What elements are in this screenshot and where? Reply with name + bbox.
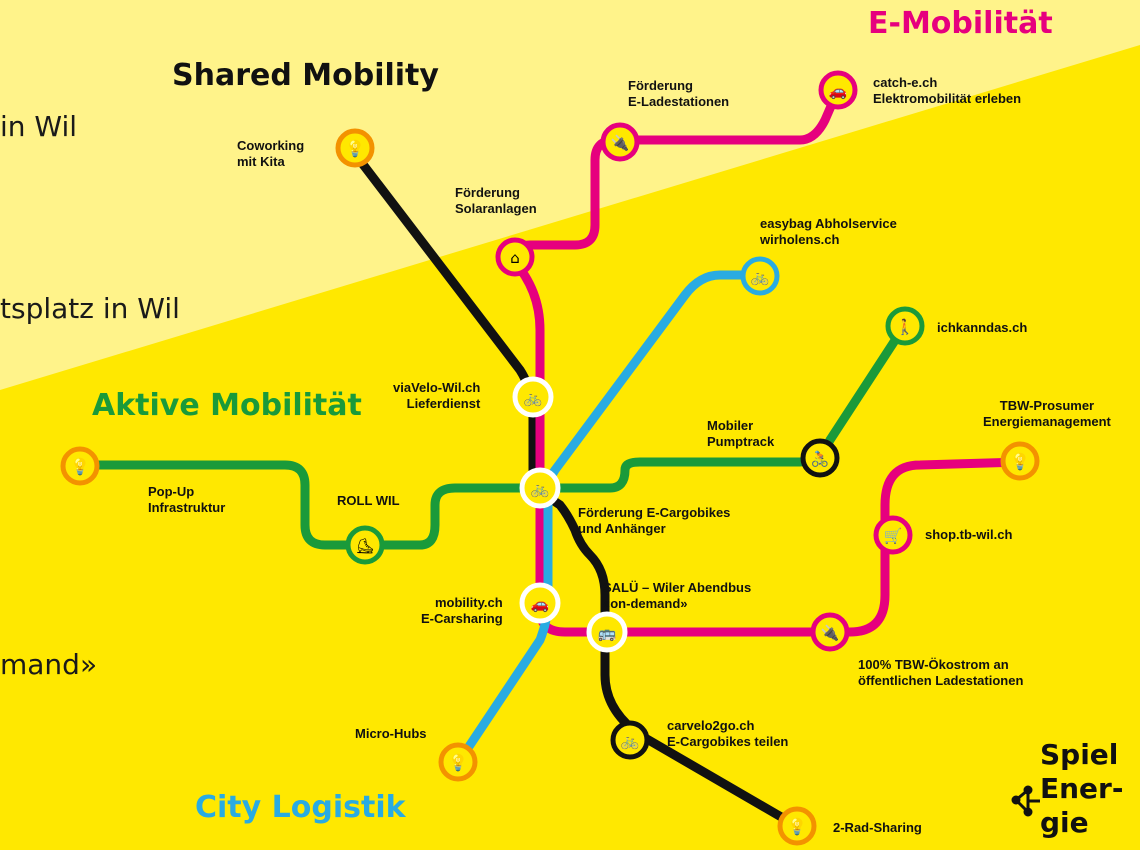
cargo-bike-icon: 🚲 <box>621 732 640 750</box>
label-viavelo: viaVelo-Wil.ch Lieferdienst <box>393 380 481 411</box>
station-cargobikes[interactable]: 🚲 <box>519 467 561 509</box>
charging-plug-icon: 🔌 <box>611 134 630 152</box>
label-coworking: Coworking mit Kita <box>237 138 305 169</box>
label-microhubs: Micro-Hubs <box>355 726 427 741</box>
label-oekostrom: 100% TBW-Ökostrom an öffentlichen Ladest… <box>858 657 1024 688</box>
station-rad-sharing[interactable]: 💡 <box>777 806 817 846</box>
lightbulb-icon: 💡 <box>448 753 468 772</box>
label-cargobikes: Förderung E-Cargobikes und Anhänger <box>578 505 731 536</box>
label-salue: SALÜ – Wiler Abendbus «on-demand» <box>603 580 752 611</box>
station-coworking[interactable]: 💡 <box>335 128 375 168</box>
station-prosumer[interactable]: 💡 <box>1000 441 1040 481</box>
station-carvelo[interactable]: 🚲 <box>610 720 650 760</box>
background-text-2: tsplatz in Wil <box>0 292 180 325</box>
station-pumptrack[interactable]: 🚴 <box>800 438 840 478</box>
roller-skate-icon: ⛸ <box>355 537 374 555</box>
bus-icon: 🚌 <box>598 624 617 642</box>
cargo-bike-icon: 🚲 <box>531 480 550 498</box>
label-shop: shop.tb-wil.ch <box>925 527 1013 542</box>
station-viavelo[interactable]: 🚲 <box>512 376 554 418</box>
station-oekostrom[interactable]: 🔌 <box>810 612 850 652</box>
label-catch-e: catch-e.ch Elektromobilität erleben <box>873 75 1022 106</box>
electric-car-icon: 🚗 <box>531 595 550 613</box>
lightbulb-icon: 💡 <box>70 457 90 476</box>
station-easybag[interactable]: 🚲 <box>740 256 780 296</box>
station-solaranlagen[interactable]: ⌂ <box>495 237 535 277</box>
charging-plug-icon: 🔌 <box>821 624 840 642</box>
background-text-3: mand» <box>0 648 98 681</box>
station-salue[interactable]: 🚌 <box>586 611 628 653</box>
logo-word-2: Ener- <box>1040 772 1124 805</box>
background-text-1: in Wil <box>0 110 78 143</box>
label-mobility: mobility.ch E-Carsharing <box>421 595 503 626</box>
label-foerderung-solar: Förderung Solaranlagen <box>455 185 537 216</box>
station-shop[interactable]: 🛒 <box>873 515 913 555</box>
black-line <box>347 145 800 830</box>
logo-network-icon <box>1011 785 1040 817</box>
station-ichkanndas[interactable]: 🚶 <box>885 306 925 346</box>
logo-spielenergie: Spiel Ener- gie <box>1040 738 1123 840</box>
lightbulb-icon: 💡 <box>345 139 365 158</box>
station-popup[interactable]: 💡 <box>60 446 100 486</box>
heading-aktive-mobilitaet: Aktive Mobilität <box>92 388 362 423</box>
label-popup: Pop-Up Infrastruktur <box>148 484 226 515</box>
logo-word-1: Spiel <box>1040 738 1119 771</box>
station-foerderung-ladestationen[interactable]: 🔌 <box>600 122 640 162</box>
magenta-line-lower <box>508 255 1025 637</box>
cargo-bike-icon: 🚲 <box>524 389 543 407</box>
lightbulb-icon: 💡 <box>787 817 807 836</box>
lightbulb-icon: 💡 <box>1010 452 1030 471</box>
label-roll-wil: ROLL WIL <box>337 493 400 508</box>
electric-car-icon: 🚗 <box>829 82 848 100</box>
bike-icon: 🚴 <box>811 450 830 468</box>
solar-house-icon: ⌂ <box>510 249 520 267</box>
station-mobility[interactable]: 🚗 <box>519 582 561 624</box>
label-ichkanndas: ichkanndas.ch <box>937 320 1028 335</box>
pedestrian-icon: 🚶 <box>896 318 915 336</box>
label-rad-sharing: 2-Rad-Sharing <box>833 820 922 835</box>
station-microhubs[interactable]: 💡 <box>438 742 478 782</box>
cargo-bike-icon: 🚲 <box>751 268 770 286</box>
label-easybag: easybag Abholservice wirholens.ch <box>760 216 897 247</box>
label-pumptrack: Mobiler Pumptrack <box>707 418 775 449</box>
heading-city-logistik: City Logistik <box>195 790 406 825</box>
label-carvelo: carvelo2go.ch E-Cargobikes teilen <box>667 718 789 749</box>
station-roll-wil[interactable]: ⛸ <box>345 525 385 565</box>
station-catch-e[interactable]: 🚗 <box>818 70 858 110</box>
logo-word-3: gie <box>1040 806 1089 839</box>
shopping-cart-icon: 🛒 <box>884 527 903 545</box>
heading-e-mobilitaet: E-Mobilität <box>868 6 1053 41</box>
heading-shared-mobility: Shared Mobility <box>172 58 439 93</box>
label-foerderung-ladestationen: Förderung E-Ladestationen <box>628 78 730 109</box>
label-tbw-prosumer: TBW-Prosumer Energiemanagement <box>983 398 1111 429</box>
green-line <box>75 320 910 550</box>
